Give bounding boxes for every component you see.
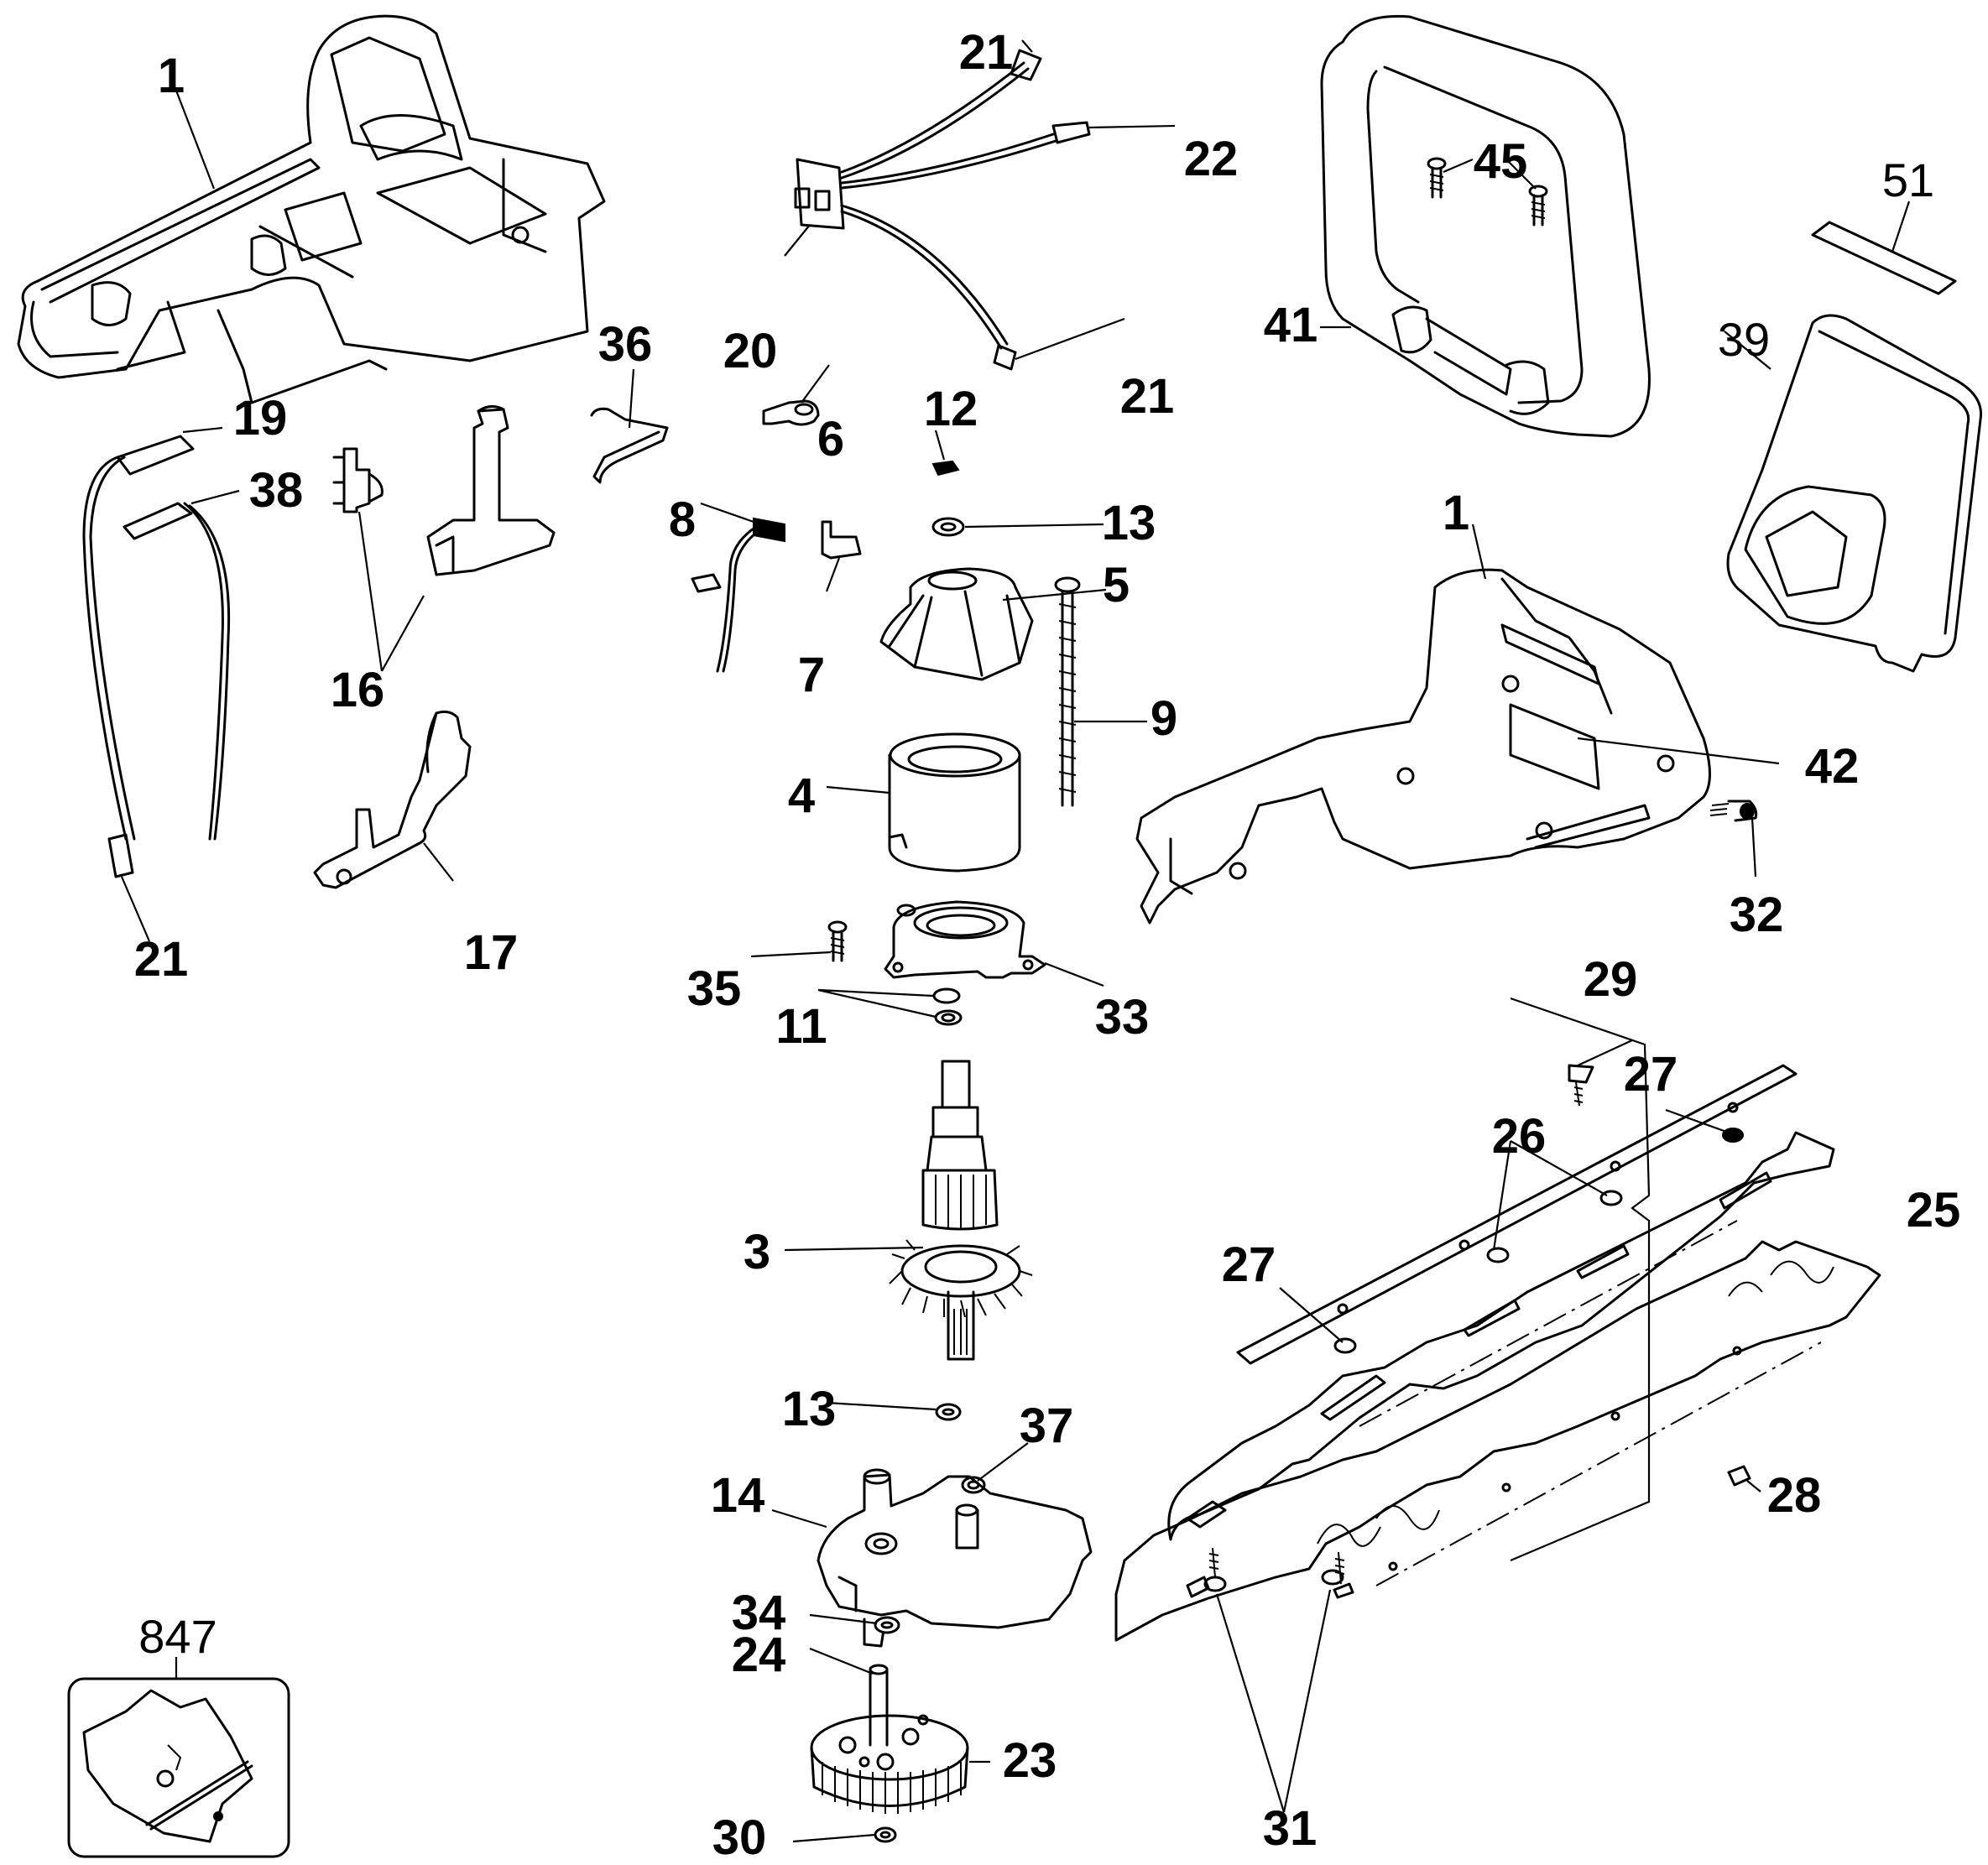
housing-right-drawing	[1135, 524, 1780, 925]
callout-21-right: 21	[1119, 369, 1175, 424]
callout-29: 29	[1583, 952, 1638, 1007]
callout-42: 42	[1804, 739, 1860, 794]
callout-22: 22	[1183, 132, 1239, 186]
callout-17: 17	[463, 925, 519, 980]
callout-5: 5	[1102, 558, 1130, 612]
callout-25: 25	[1906, 1183, 1961, 1237]
callout-26: 26	[1491, 1109, 1547, 1164]
armature-drawing	[784, 1060, 1033, 1361]
kit-847-drawing	[67, 1657, 290, 1858]
callout-4: 4	[787, 768, 816, 823]
callout-3: 3	[743, 1225, 771, 1279]
callout-35: 35	[686, 961, 742, 1016]
terminal-block-drawing	[784, 39, 1176, 371]
callout-51: 51	[1881, 154, 1935, 206]
callout-27-right: 27	[1623, 1047, 1678, 1102]
callout-11: 11	[775, 999, 827, 1054]
label-51-drawing	[1811, 201, 1957, 295]
callout-31: 31	[1262, 1801, 1318, 1856]
callout-8: 8	[668, 492, 697, 547]
callout-1-right: 1	[1442, 486, 1470, 540]
lock-spring-drawing	[590, 368, 669, 484]
callout-38: 38	[248, 463, 304, 518]
callout-21-top: 21	[958, 25, 1014, 80]
field-drawing	[826, 732, 1021, 873]
screw-9-drawing	[1054, 576, 1147, 807]
callout-19: 19	[232, 391, 288, 445]
callout-33: 33	[1094, 990, 1150, 1045]
front-handle-drawing	[1320, 14, 1651, 438]
callout-45: 45	[1473, 134, 1528, 189]
callout-37: 37	[1019, 1399, 1074, 1453]
callout-36: 36	[597, 317, 653, 372]
callout-28: 28	[1766, 1468, 1822, 1523]
callout-16: 16	[330, 663, 385, 717]
callout-27-left: 27	[1221, 1237, 1276, 1292]
callout-24: 24	[731, 1628, 786, 1682]
callout-21-left: 21	[133, 932, 189, 987]
callout-23: 23	[1002, 1733, 1057, 1788]
switch-drawing	[332, 405, 556, 672]
callout-14: 14	[710, 1468, 765, 1523]
blade-assembly-drawing	[1114, 997, 1881, 1813]
callout-9: 9	[1150, 691, 1178, 746]
callout-30: 30	[712, 1810, 767, 1865]
left-wires-drawing	[82, 426, 240, 942]
callout-20: 20	[723, 324, 778, 378]
washers-11-drawing	[817, 987, 963, 1026]
bearing-13-37-drawing	[826, 1401, 1029, 1494]
callout-34: 34	[731, 1586, 786, 1640]
callout-41: 41	[1263, 298, 1318, 352]
callout-13-top: 13	[1101, 496, 1156, 550]
housing-left-drawing	[17, 14, 606, 404]
callout-847: 847	[138, 1610, 217, 1663]
gear-train-drawing	[792, 1613, 990, 1843]
callout-7: 7	[797, 648, 826, 702]
callout-1-left: 1	[157, 49, 185, 103]
callout-12: 12	[923, 382, 978, 436]
callout-13-bottom: 13	[781, 1382, 837, 1436]
brush-parts-drawing	[691, 364, 1104, 673]
bearing-housing-drawing	[750, 900, 1104, 987]
callout-32: 32	[1729, 888, 1784, 942]
gear-case-drawing	[771, 1468, 1093, 1648]
callout-39: 39	[1717, 313, 1771, 366]
brush-holder-drawing	[879, 567, 1107, 681]
hand-guard-drawing	[1724, 314, 1983, 673]
callout-6: 6	[817, 412, 845, 466]
trigger-drawing	[313, 710, 472, 889]
